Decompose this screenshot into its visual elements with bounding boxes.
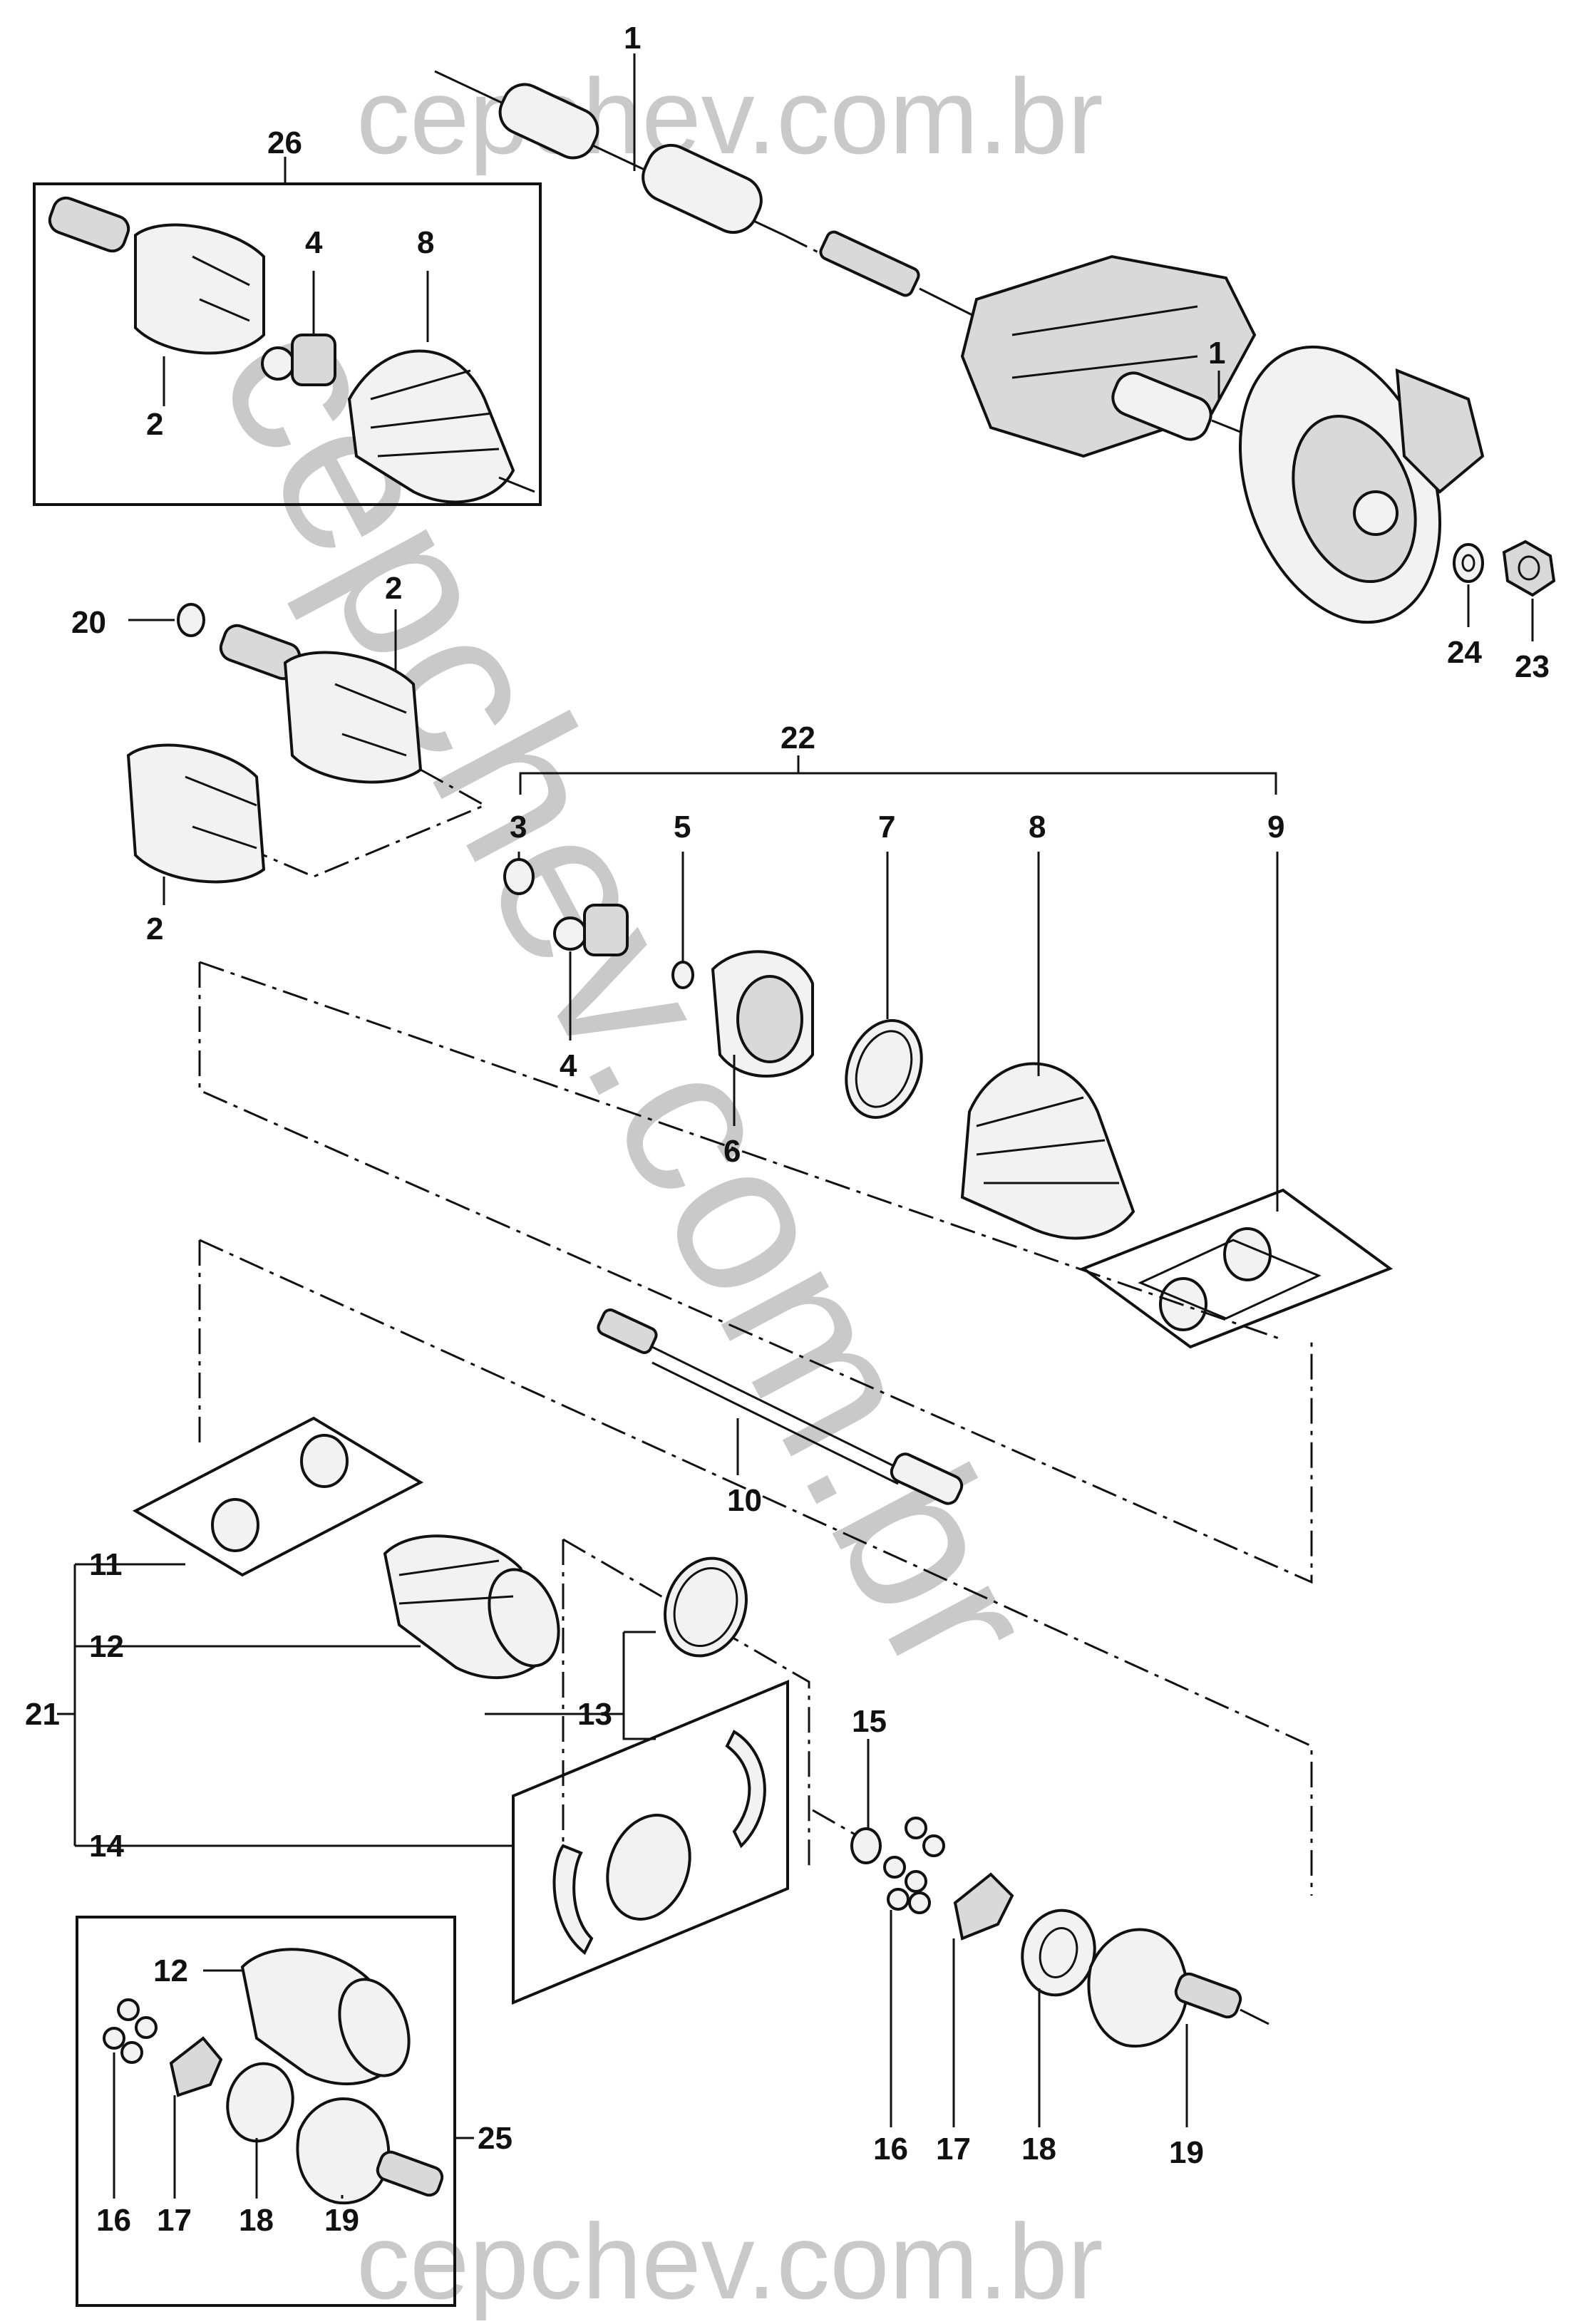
knuckle-hub-assembly [960,254,1485,624]
inner-housing-26 [48,196,265,355]
spacer-6 [711,950,814,1078]
callout-20: 20 [71,605,106,640]
watermark-top: cepchev.com.br [356,56,1103,176]
callout-18-box: 18 [239,2203,274,2238]
callout-13: 13 [577,1697,612,1732]
balls-16 [883,1817,945,1914]
ring-20 [128,603,205,637]
callout-17-box: 17 [157,2203,192,2238]
callout-labels: 1 1 26 4 8 2 2 20 24 23 22 3 5 7 8 9 2 4… [25,21,1550,2238]
callout-12-mid: 12 [89,1629,124,1664]
callout-8-mid: 8 [1029,810,1046,845]
callout-25: 25 [478,2121,512,2156]
outer-race-19-box [296,2097,444,2205]
callout-2-low: 2 [146,911,163,946]
callout-16-box: 16 [96,2203,131,2238]
callout-7: 7 [878,810,895,845]
callout-19-mid: 19 [1169,2135,1204,2170]
callout-24: 24 [1447,635,1482,670]
callout-1-side: 1 [1208,336,1225,371]
cage-18 [1021,1909,1096,1997]
outer-race-19 [1087,1928,1269,2048]
boot-26 [347,349,535,504]
detail-box-25 [76,1916,456,2307]
inner-race-17 [953,1872,1014,1941]
callout-6: 6 [723,1134,741,1169]
callout-19-box: 19 [324,2203,359,2238]
clamp-kit-11 [132,1416,424,1577]
callout-3: 3 [510,810,527,845]
clamp-7 [845,1019,923,1119]
washer-24 [1453,543,1484,583]
callout-8-top: 8 [417,225,434,260]
cage-18-box [226,2062,294,2143]
snap-ring-3 [503,858,535,895]
watermark-bottom: cepchev.com.br [356,2201,1103,2320]
callout-9: 9 [1267,810,1284,845]
detail-box-26 [33,182,542,506]
inner-race-17-box [169,2036,223,2097]
boot-12 [383,1534,560,1679]
callout-22: 22 [781,721,815,755]
callout-16-mid: 16 [873,2132,908,2167]
boot-12-box [240,1948,411,2085]
callout-2-top: 2 [146,407,163,442]
callout-26: 26 [267,125,302,160]
callout-5: 5 [674,810,691,845]
boot-8 [960,1062,1135,1240]
callout-18-mid: 18 [1021,2132,1056,2167]
callout-17-mid: 17 [936,2132,971,2167]
balls-16-box [103,1998,158,2064]
inner-housing-2-upper [219,624,423,784]
clamp-set-14 [512,1680,789,2005]
callout-12-box: 12 [153,1953,188,1988]
axle-shaft-assembly [434,70,977,319]
callout-15: 15 [852,1704,887,1739]
callout-23: 23 [1515,649,1550,684]
snap-ring-15 [850,1827,882,1864]
callout-2-mid: 2 [385,571,402,606]
callout-4-mid: 4 [560,1048,577,1083]
callout-11: 11 [89,1547,123,1582]
tripod-4 [553,904,629,956]
snap-ring-5 [671,961,694,989]
inner-housing-2-lower [126,743,266,884]
intermediate-shaft-10 [597,1308,964,1505]
clamp-13 [664,1556,748,1658]
callout-1-top: 1 [624,21,641,56]
callout-21: 21 [25,1697,60,1732]
nut-23 [1502,539,1556,597]
tripod-26 [261,334,336,386]
callout-14: 14 [89,1829,124,1864]
callout-4-top: 4 [305,225,323,260]
callout-10: 10 [727,1483,762,1518]
